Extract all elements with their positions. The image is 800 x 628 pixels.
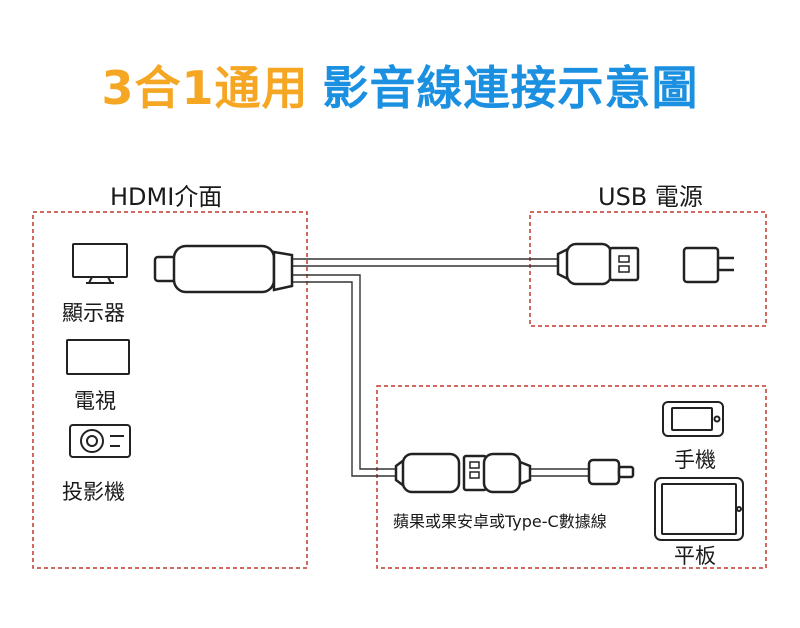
- monitor-label: 顯示器: [62, 301, 125, 325]
- phone-label: 手機: [674, 448, 716, 472]
- usb-male-plug-icon: [462, 452, 532, 494]
- usb-female-connector-icon: [394, 452, 461, 494]
- cable-type-label: 蘋果或果安卓或Type-C數據線: [393, 512, 607, 531]
- tv-icon: [66, 339, 130, 375]
- projector-label: 投影機: [62, 480, 125, 504]
- tablet-label: 平板: [674, 544, 716, 568]
- hdmi-region-box: [32, 211, 308, 569]
- power-adapter-icon: [682, 246, 734, 284]
- cable-lines: [292, 258, 590, 477]
- lightning-plug-icon: [587, 458, 635, 486]
- title-part-orange: 3合1通用: [101, 61, 309, 115]
- title-part-blue: 影音線連接示意圖: [322, 61, 699, 115]
- projector-icon: [69, 424, 131, 458]
- tablet-icon: [654, 477, 744, 541]
- hdmi-section-label: HDMI介面: [110, 183, 223, 211]
- monitor-icon: [72, 243, 128, 284]
- usb-plug-icon: [556, 242, 640, 286]
- usb-power-section-label: USB 電源: [598, 183, 703, 211]
- diagram-title: 3合1通用影音線連接示意圖: [0, 52, 800, 118]
- phone-icon: [662, 401, 724, 437]
- hdmi-plug-icon: [153, 244, 294, 294]
- device-region-box: [376, 385, 767, 569]
- tv-label: 電視: [74, 389, 116, 413]
